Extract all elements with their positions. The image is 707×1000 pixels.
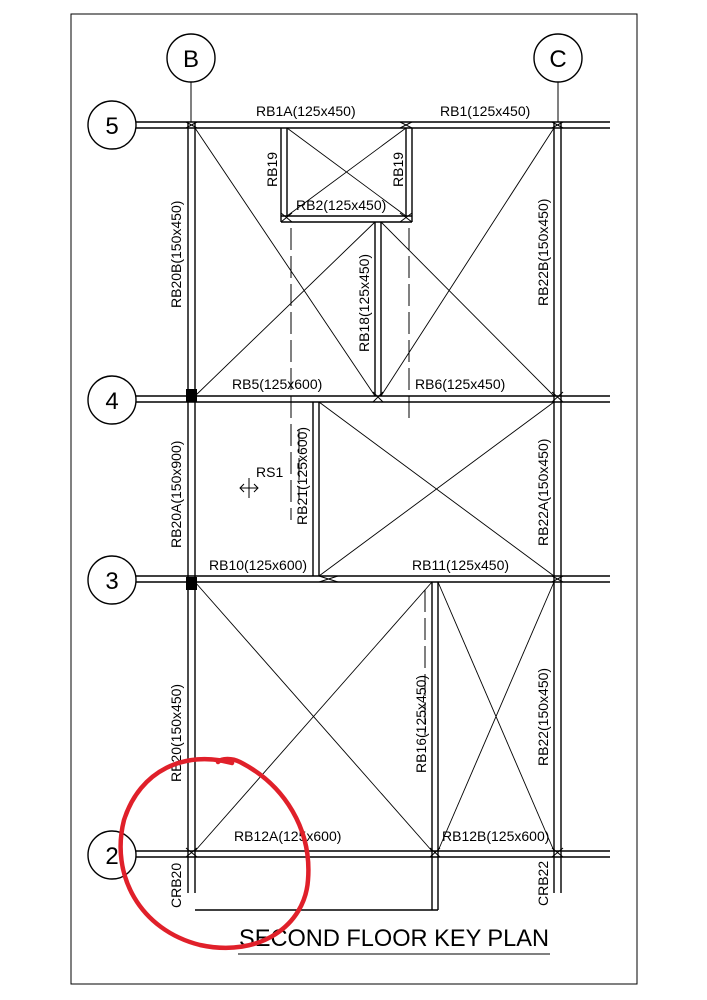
grid-label-3: 3 <box>105 568 118 595</box>
beam-label-rb5: RB5(125x600) <box>232 376 322 392</box>
beam-label-rb6: RB6(125x450) <box>415 376 505 392</box>
grid-bubble-3[interactable]: 3 <box>87 555 137 605</box>
beam-label-rb22b: RB22B(150x450) <box>535 199 551 306</box>
beam-label-rb1: RB1(125x450) <box>440 103 530 119</box>
red-markup-circle <box>118 756 311 951</box>
grid-bubble-c[interactable]: C <box>533 33 583 83</box>
beam-label-rb19-right: RB19 <box>390 152 406 187</box>
beam-label-rb16: RB16(125x450) <box>413 675 429 773</box>
beam-label-rb20a: RB20A(150x900) <box>168 441 184 548</box>
sheet-border <box>70 13 638 985</box>
beam-rb18 <box>374 222 382 396</box>
grid-bubble-5[interactable]: 5 <box>87 100 137 150</box>
slab-span-symbol <box>239 478 259 498</box>
beam-label-rb11: RB11(125x450) <box>412 557 509 573</box>
grid-line-b <box>187 122 196 893</box>
beam-label-rb1a: RB1A(125x450) <box>256 103 356 119</box>
beam-label-rb22a: RB22A(150x450) <box>535 439 551 546</box>
beam-label-rb12a: RB12A(125x600) <box>234 828 341 844</box>
connection-markers <box>185 121 564 858</box>
beam-rb21 <box>312 402 320 576</box>
grid-label-c: C <box>549 46 566 73</box>
beam-rb19-box <box>280 127 413 223</box>
grid-line-2 <box>136 850 610 858</box>
column-marker-b4 <box>186 389 197 402</box>
beam-label-rb2: RB2(125x450) <box>296 197 386 213</box>
beam-label-rb21: RB21(125x600) <box>294 427 310 525</box>
column-marker-b3 <box>186 577 197 590</box>
grid-line-c <box>553 122 562 893</box>
grid-line-3 <box>136 575 610 583</box>
beam-label-rb10: RB10(125x600) <box>209 557 307 573</box>
grid-bubble-2[interactable]: 2 <box>87 830 137 880</box>
hidden-lines <box>290 228 426 735</box>
beam-label-rb18: RB18(125x450) <box>356 254 372 352</box>
drawing-title: SECOND FLOOR KEY PLAN <box>239 925 549 952</box>
panel-diagonals <box>194 127 555 852</box>
grid-label-b: B <box>183 46 199 73</box>
beam-rb16 <box>431 582 439 910</box>
beam-label-rb19-left: RB19 <box>264 152 280 187</box>
beam-label-rb22: RB22(150x450) <box>535 668 551 766</box>
grid-line-4 <box>136 395 610 403</box>
slab-label-rs1: RS1 <box>256 464 283 480</box>
beam-label-rb20: RB20(150x450) <box>168 684 184 782</box>
beam-label-rb12b: RB12B(125x600) <box>442 828 549 844</box>
grid-label-2: 2 <box>105 843 118 870</box>
grid-bubble-4[interactable]: 4 <box>87 375 137 425</box>
beam-label-crb20: CRB20 <box>168 863 184 908</box>
grid-label-4: 4 <box>105 388 118 415</box>
beam-label-crb22: CRB22 <box>535 861 551 906</box>
grid-line-5 <box>136 121 610 129</box>
grid-label-5: 5 <box>105 113 118 140</box>
grid-bubble-b[interactable]: B <box>166 33 216 83</box>
beam-label-rb20b: RB20B(150x450) <box>168 201 184 308</box>
